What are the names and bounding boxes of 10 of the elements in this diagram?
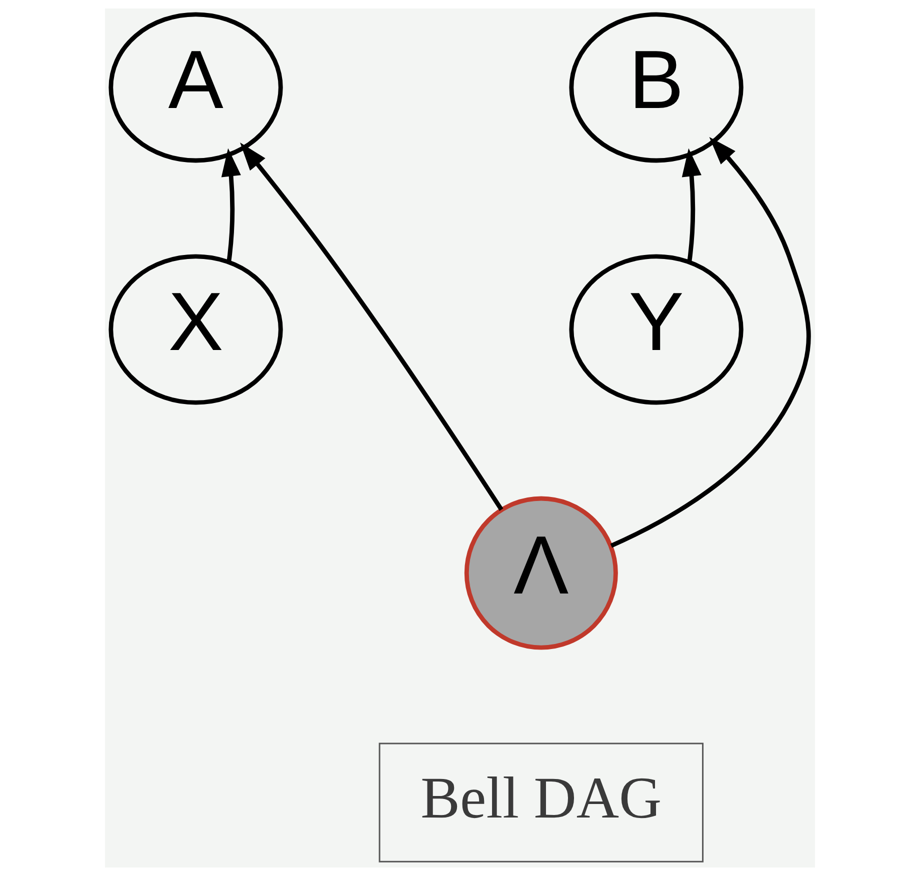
node-ellipse: A [108, 12, 282, 163]
node-ellipse: X [108, 254, 282, 405]
arrow [681, 148, 701, 262]
node-box: Bell DAG [378, 742, 704, 862]
arrow [610, 136, 810, 548]
node-circle: Λ [464, 496, 618, 650]
arrow [240, 142, 503, 511]
node-ellipse: Y [568, 254, 743, 405]
node-ellipse: B [568, 12, 743, 163]
arrow [220, 148, 240, 262]
